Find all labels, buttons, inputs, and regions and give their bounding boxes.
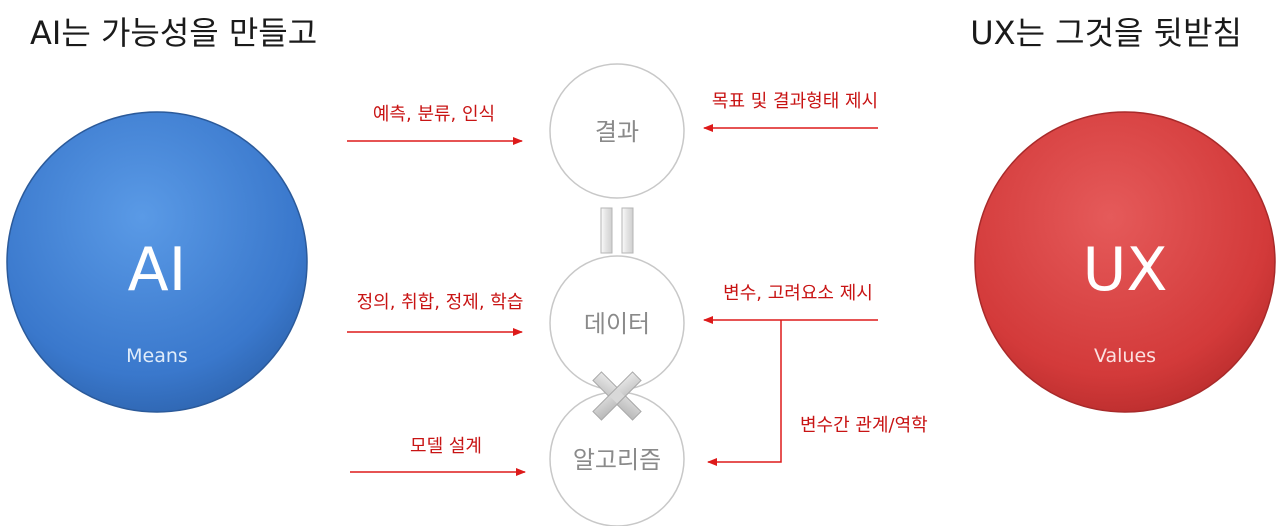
algorithm-node: 알고리즘 — [549, 391, 685, 526]
ai-sublabel: Means — [126, 345, 188, 367]
algorithm-node-label: 알고리즘 — [573, 446, 661, 474]
right-arrow-result-label: 목표 및 결과형태 제시 — [712, 91, 878, 112]
right-title: UX는 그것을 뒷받침 — [970, 14, 1242, 52]
left-arrow-data: 정의, 취합, 정제, 학습 — [347, 292, 524, 336]
left-arrow-result-label: 예측, 분류, 인식 — [373, 104, 495, 125]
ux-label: UX — [1082, 235, 1167, 305]
right-arrow-algorithm: 변수간 관계/역학 — [707, 320, 928, 466]
right-arrow-algorithm-label: 변수간 관계/역학 — [800, 415, 928, 436]
ux-circle: UX Values — [974, 111, 1276, 413]
ai-circle: AI Means — [6, 111, 308, 413]
result-node-label: 결과 — [595, 118, 639, 146]
left-arrow-result: 예측, 분류, 인식 — [347, 104, 523, 145]
right-arrow-data: 변수, 고려요소 제시 — [703, 283, 878, 324]
result-node: 결과 — [549, 63, 685, 199]
right-arrow-data-label: 변수, 고려요소 제시 — [723, 283, 873, 304]
data-node: 데이터 — [549, 255, 685, 391]
left-title: AI는 가능성을 만들고 — [30, 14, 317, 52]
right-arrow-result: 목표 및 결과형태 제시 — [703, 91, 878, 132]
data-node-label: 데이터 — [584, 310, 650, 338]
multiply-icon — [592, 371, 642, 421]
ai-label: AI — [128, 235, 187, 305]
left-arrow-data-label: 정의, 취합, 정제, 학습 — [357, 292, 524, 313]
left-arrow-algorithm: 모델 설계 — [350, 436, 526, 476]
left-arrow-algorithm-label: 모델 설계 — [410, 436, 482, 457]
equals-icon — [600, 207, 634, 254]
ux-sublabel: Values — [1094, 345, 1156, 367]
